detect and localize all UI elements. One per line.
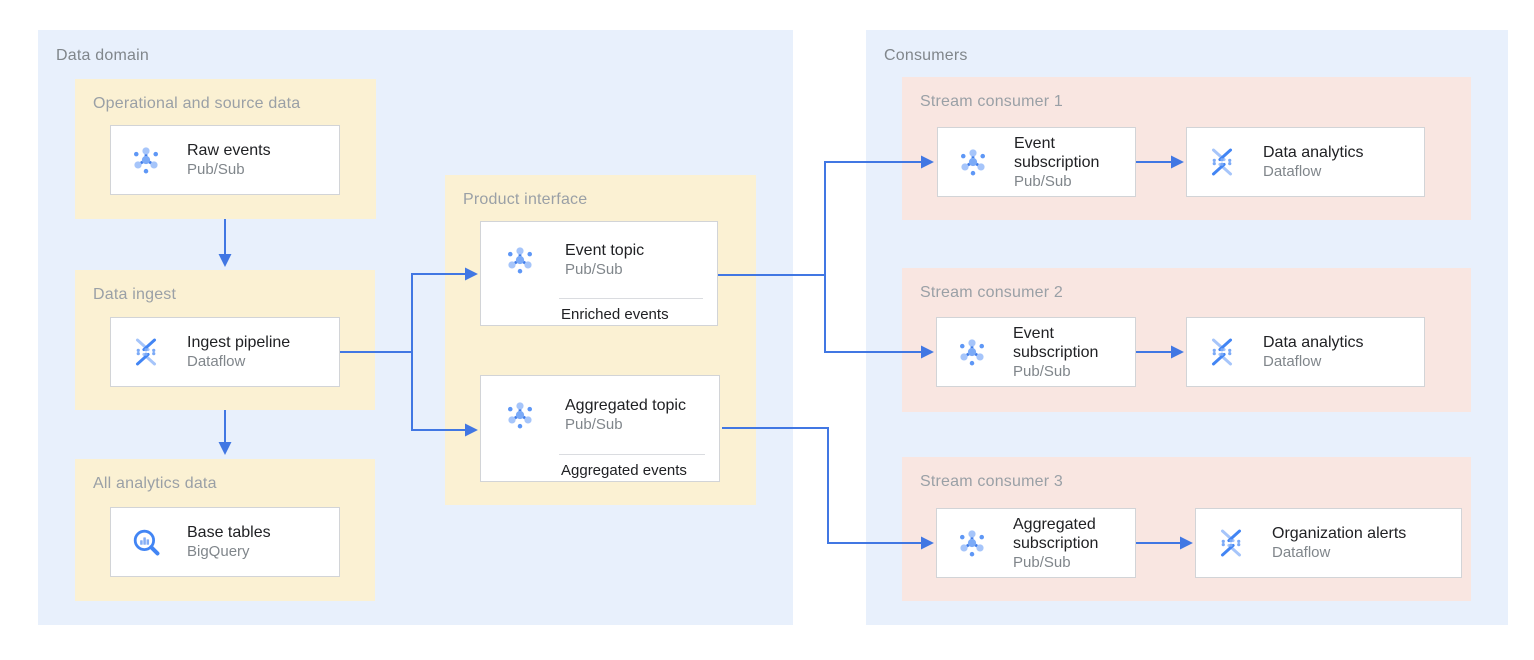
node-title: Aggregated subscription — [1013, 515, 1099, 552]
node-title: Raw events — [187, 142, 271, 159]
bigquery-icon — [130, 526, 162, 558]
node-title: Base tables — [187, 524, 271, 541]
node-aggregated-topic: Aggregated topic Pub/Sub Aggregated even… — [480, 375, 720, 482]
node-title: Event topic — [565, 242, 645, 259]
pubsub-icon — [504, 399, 536, 431]
group-label: Stream consumer 1 — [920, 93, 1064, 110]
node-product: Dataflow — [1263, 353, 1322, 370]
node-ingest-pipeline: Ingest pipeline Dataflow — [110, 317, 340, 387]
node-title: Data analytics — [1263, 144, 1364, 161]
node-product: Dataflow — [187, 353, 246, 370]
node-title: Aggregated topic — [565, 397, 686, 414]
group-label: Data ingest — [93, 286, 177, 303]
group-label: Product interface — [463, 191, 588, 208]
pubsub-icon — [130, 144, 162, 176]
node-product: Pub/Sub — [1013, 362, 1071, 380]
pubsub-icon — [956, 336, 988, 368]
card-divider — [559, 298, 703, 299]
node-aggregated-subscription: Aggregated subscription Pub/Sub — [936, 508, 1136, 578]
dataflow-icon — [1206, 336, 1238, 368]
dataflow-icon — [1206, 146, 1238, 178]
node-title: Organization alerts — [1272, 525, 1407, 542]
dataflow-icon — [130, 336, 162, 368]
node-event-topic: Event topic Pub/Sub Enriched events — [480, 221, 718, 326]
node-title: Ingest pipeline — [187, 334, 291, 351]
group-label: Stream consumer 2 — [920, 284, 1064, 301]
card-divider — [559, 454, 705, 455]
node-product: Pub/Sub — [187, 161, 245, 178]
node-product: Dataflow — [1272, 544, 1331, 561]
node-base-tables: Base tables BigQuery — [110, 507, 340, 577]
data-domain-label: Data domain — [56, 47, 149, 64]
node-data-analytics-1: Data analytics Dataflow — [1186, 127, 1425, 197]
node-event-subscription-2: Event subscription Pub/Sub — [936, 317, 1136, 387]
node-product: Pub/Sub — [1014, 172, 1072, 190]
pubsub-icon — [956, 527, 988, 559]
node-product: Dataflow — [1263, 163, 1322, 180]
group-label: Stream consumer 3 — [920, 473, 1064, 490]
node-data-analytics-2: Data analytics Dataflow — [1186, 317, 1425, 387]
node-product: Pub/Sub — [565, 261, 623, 278]
node-product: BigQuery — [187, 543, 250, 560]
node-organization-alerts: Organization alerts Dataflow — [1195, 508, 1462, 578]
node-event-subscription-1: Event subscription Pub/Sub — [937, 127, 1136, 197]
consumers-label: Consumers — [884, 47, 968, 64]
node-caption: Enriched events — [561, 306, 669, 323]
pubsub-icon — [957, 146, 989, 178]
node-title: Event subscription — [1013, 324, 1099, 361]
node-product: Pub/Sub — [565, 416, 623, 433]
node-title: Event subscription — [1014, 134, 1100, 171]
pubsub-icon — [504, 244, 536, 276]
group-label: All analytics data — [93, 475, 217, 492]
node-product: Pub/Sub — [1013, 553, 1071, 571]
node-title: Data analytics — [1263, 334, 1364, 351]
dataflow-icon — [1215, 527, 1247, 559]
group-label: Operational and source data — [93, 95, 301, 112]
node-caption: Aggregated events — [561, 462, 687, 479]
node-raw-events: Raw events Pub/Sub — [110, 125, 340, 195]
